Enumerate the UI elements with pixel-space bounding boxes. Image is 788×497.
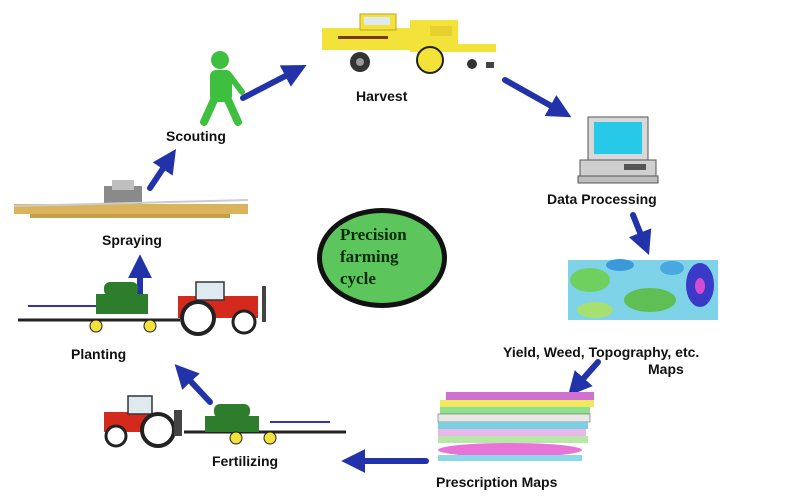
arrow-harvest-to-data [502, 77, 572, 118]
label-scouting: Scouting [166, 128, 226, 144]
label-data-processing: Data Processing [547, 191, 657, 207]
arrow-maps-to-prescription [567, 359, 601, 397]
fertilizing-equipment-image [104, 395, 346, 448]
planting-equipment-image [18, 281, 266, 336]
center-line-1: Precision [340, 225, 407, 244]
cycle-arrows [128, 65, 652, 473]
arrow-spraying-to-scouting [147, 149, 176, 191]
scout-person-image [200, 51, 245, 126]
label-harvest: Harvest [356, 88, 408, 104]
sprayer-image [13, 180, 249, 218]
arrow-fertilizing-to-planting [174, 364, 213, 405]
center-line-3: cycle [340, 269, 376, 288]
label-planting: Planting [71, 346, 127, 362]
harvester-image [322, 13, 496, 74]
label-maps-line2: Maps [648, 361, 684, 377]
yield-map-image [568, 259, 718, 320]
arrow-scouting-to-harvest [240, 65, 307, 101]
center-line-2: farming [340, 247, 399, 266]
label-prescription-maps: Prescription Maps [436, 474, 558, 490]
prescription-map-image [437, 392, 594, 461]
label-maps-line1: Yield, Weed, Topography, etc. [503, 344, 700, 360]
center-label: Precision farming cycle [340, 224, 440, 290]
arrow-data-to-maps [628, 212, 652, 256]
label-spraying: Spraying [102, 232, 162, 248]
center-circle [317, 208, 447, 308]
computer-image [577, 116, 659, 184]
label-fertilizing: Fertilizing [212, 453, 279, 469]
